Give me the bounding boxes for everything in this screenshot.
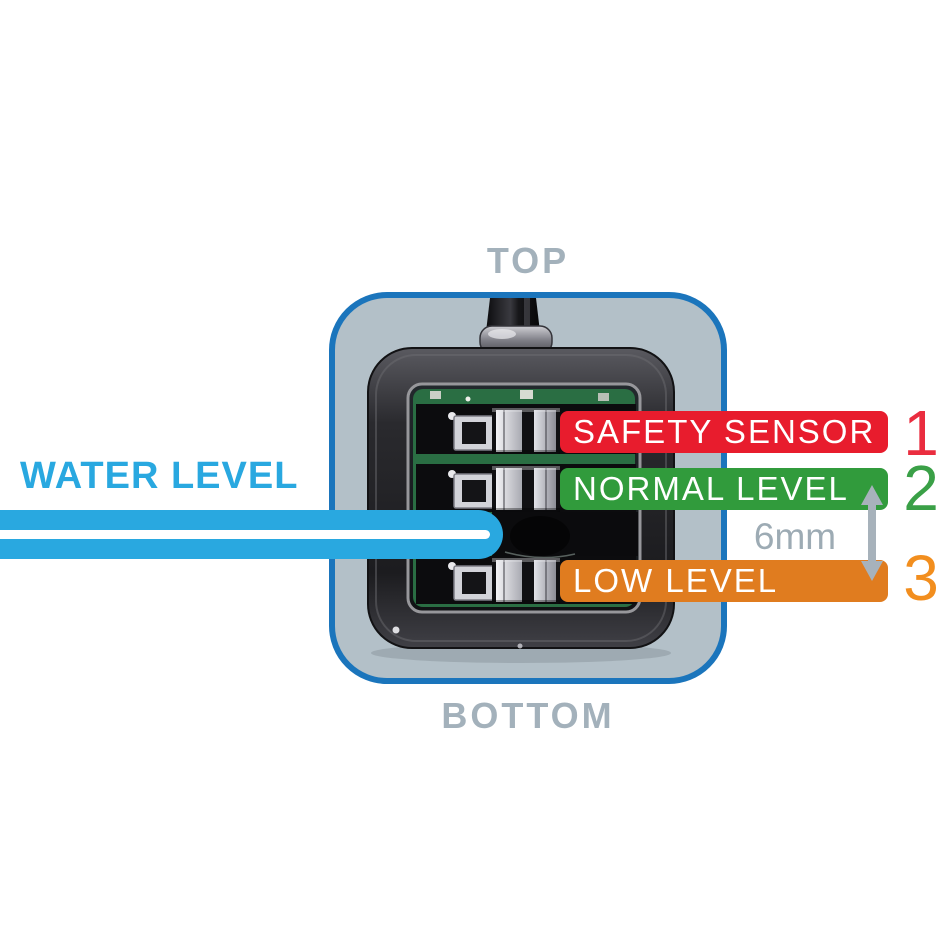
- contact-normal: [448, 466, 560, 512]
- housing-speck: [517, 643, 523, 649]
- double-arrow-icon: [861, 485, 883, 581]
- solder-pad: [598, 393, 609, 401]
- water-level-bar: [0, 510, 503, 559]
- housing-speck: [392, 626, 400, 634]
- cable-highlight: [524, 298, 530, 330]
- level-number-2: 2: [903, 452, 939, 524]
- contact-low: [448, 558, 560, 604]
- water-level-bar-stripe: [0, 530, 490, 539]
- measurement-value: 6mm: [753, 516, 837, 557]
- safety-sensor-label: SAFETY SENSOR: [560, 411, 888, 453]
- ferrule-highlight: [488, 329, 516, 339]
- top-caption: TOP: [486, 240, 570, 281]
- level-number-3: 3: [903, 542, 939, 614]
- sensor-gap-shadow: [510, 516, 570, 556]
- solder-pad: [430, 391, 441, 399]
- scratch-line: [504, 551, 576, 559]
- solder-pad: [520, 390, 533, 399]
- contact-safety: [448, 408, 560, 454]
- water-level-caption: WATER LEVEL: [20, 455, 299, 497]
- solder-dot: [465, 396, 471, 402]
- normal-level-label: NORMAL LEVEL: [560, 468, 888, 510]
- level-number-1: 1: [903, 397, 939, 469]
- low-level-label: LOW LEVEL: [560, 560, 888, 602]
- bottom-caption: BOTTOM: [441, 695, 615, 736]
